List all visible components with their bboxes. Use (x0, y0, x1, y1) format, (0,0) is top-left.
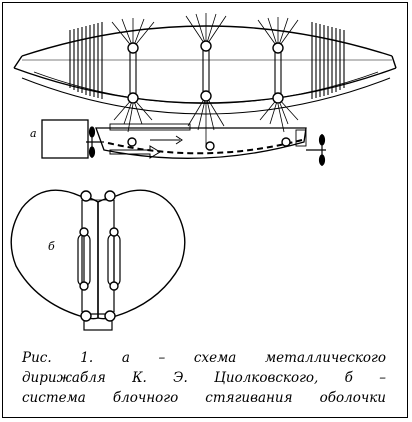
caption-line-2: дирижабля К. Э. Циолковского, б – (22, 370, 386, 386)
figure-caption: Рис. 1. а – схема металлического дирижаб… (22, 348, 386, 408)
inset-box-a (41, 119, 89, 159)
gondola (95, 123, 307, 159)
corrugated-bow (69, 22, 103, 99)
arrows (109, 135, 183, 159)
caption-line-3: система блочного стягивания оболочки (22, 390, 386, 406)
pulleys-b (79, 190, 119, 322)
propellers (86, 126, 326, 166)
caption-line-1: Рис. 1. а – схема металлического (22, 350, 386, 366)
label-b: б (48, 240, 55, 253)
envelope-cross-section (10, 189, 186, 320)
corrugated-stern (311, 22, 345, 99)
tension-fans (111, 13, 299, 131)
block-columns (127, 48, 285, 145)
pulleys-a (127, 40, 284, 104)
label-a: а (30, 127, 37, 140)
tension-system-b (77, 199, 121, 331)
